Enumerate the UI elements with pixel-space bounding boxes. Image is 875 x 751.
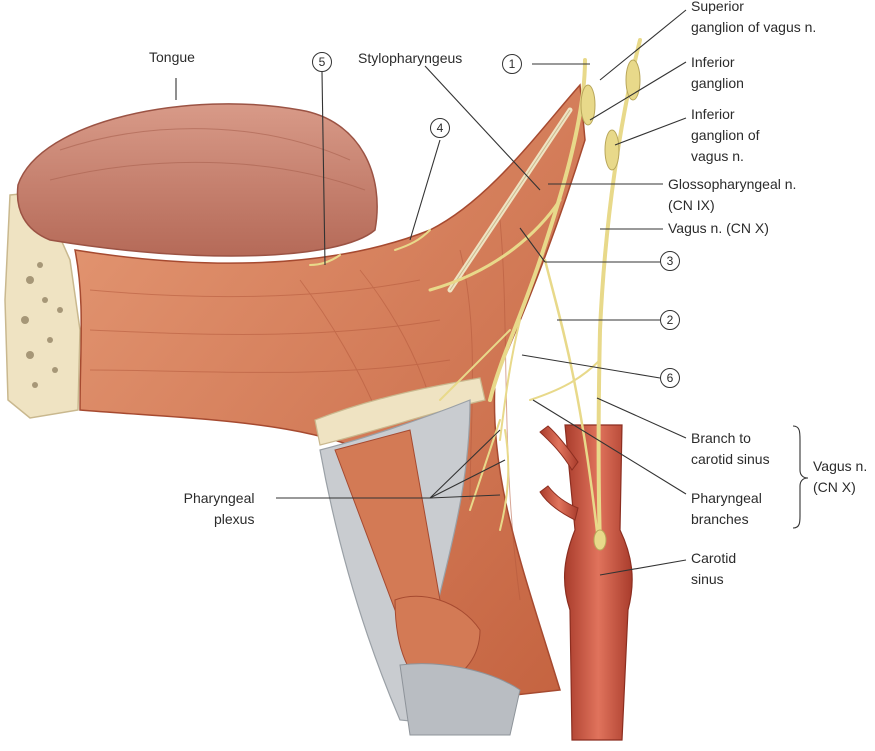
label-carotid-sinus: Carotid sinus: [691, 550, 737, 587]
muscle-fibers: [89, 219, 521, 601]
marker-3: 3: [660, 251, 680, 271]
marker-2: 2: [660, 310, 680, 330]
label-branch-carotid: Branch to carotid sinus: [691, 430, 770, 467]
label-pharyngeal-plexus: Pharyngeal plexus: [183, 490, 255, 527]
label-tongue: Tongue: [149, 49, 195, 65]
label-inferior-ganglion-vagus: Inferior ganglion of vagus n.: [691, 106, 760, 164]
leader-lines: [175, 9, 687, 576]
bone-texture: [21, 262, 63, 388]
carotid-artery: [563, 424, 633, 741]
marker-6: 6: [660, 368, 680, 388]
marker-5: 5: [312, 52, 332, 72]
label-pharyngeal-branches: Pharyngeal branches: [691, 490, 762, 527]
marker-4: 4: [430, 118, 450, 138]
marker-1: 1: [502, 54, 522, 74]
label-inferior-ganglion: Inferior ganglion: [691, 54, 744, 91]
vagus-brace: [792, 425, 809, 529]
hyoid-bone: [314, 377, 486, 446]
label-vagus-group: Vagus n. (CN X): [813, 458, 868, 495]
label-glossopharyngeal: Glossopharyngeal n. (CN IX): [668, 176, 797, 213]
label-superior-ganglion: Superior ganglion of vagus n.: [691, 0, 817, 35]
nerves: [309, 38, 642, 547]
label-stylopharyngeus: Stylopharyngeus: [358, 50, 463, 66]
tongue-shape: [16, 103, 378, 257]
label-vagus: Vagus n. (CN X): [668, 220, 769, 236]
